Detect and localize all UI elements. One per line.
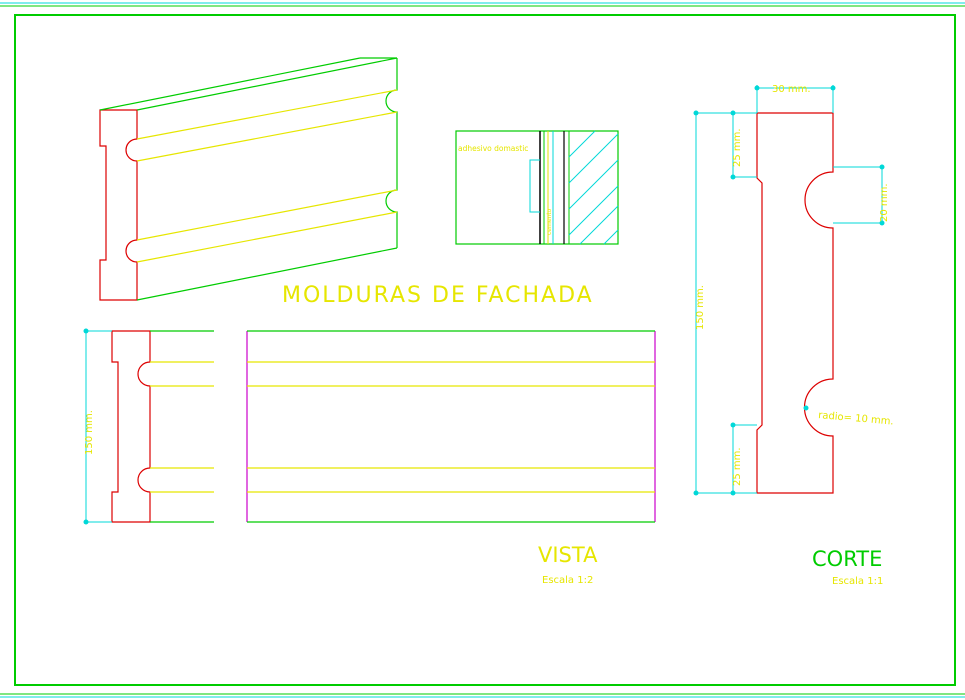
- vista-scale: Escala 1:2: [542, 575, 593, 586]
- corte-label: CORTE: [812, 547, 882, 571]
- corte-profile: [756, 112, 834, 494]
- drawing-title: MOLDURAS DE FACHADA: [282, 283, 594, 308]
- corte-width-dim: 30 mm.: [772, 84, 811, 95]
- corte-top-offset-dim: 25 mm.: [732, 128, 743, 167]
- iso-end-profile: [99, 109, 138, 301]
- corte-height-dim: 150 mm.: [695, 285, 706, 330]
- iso-outline: [99, 57, 398, 301]
- corte-groove-dim: 20 mm.: [879, 183, 890, 222]
- iso-groove-lines: [136, 89, 398, 263]
- corte-view: [693, 85, 885, 496]
- isometric-view: [99, 57, 398, 301]
- left-height-dim: 150 mm.: [84, 410, 95, 455]
- left-section: 150 mm.: [83, 328, 214, 525]
- wall-hatch: [568, 130, 619, 245]
- wall-detail: adhesivo domastic cemento: [455, 130, 619, 245]
- vertical-label: cemento: [546, 208, 553, 235]
- vista-label: VISTA: [538, 543, 598, 567]
- corte-scale: Escala 1:1: [832, 576, 883, 587]
- adhesive-label: adhesivo domastic: [458, 144, 528, 153]
- corte-bottom-offset-dim: 25 mm.: [732, 447, 743, 486]
- vista-view: [246, 330, 656, 523]
